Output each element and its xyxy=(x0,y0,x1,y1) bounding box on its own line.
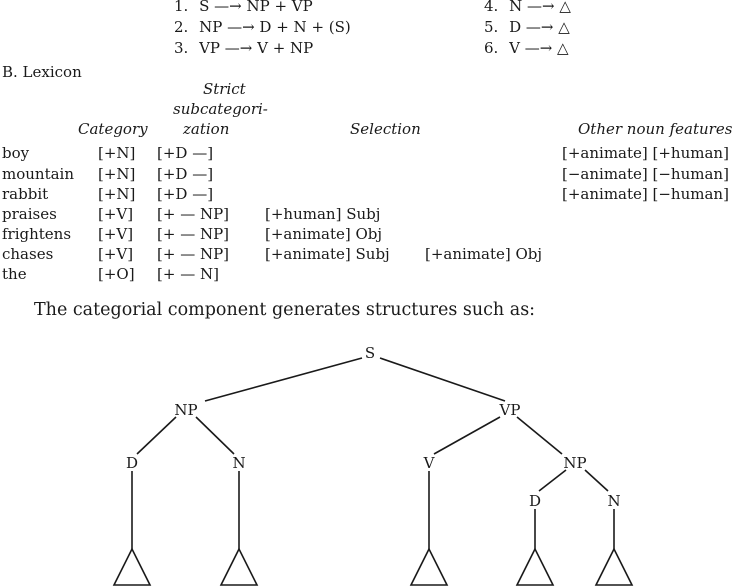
lexicon-strict: [+D —] xyxy=(157,165,214,183)
lexicon-strict: [+ — N] xyxy=(157,265,219,283)
lexicon-row-boy: boy [+N] [+D —] [+animate] [+human] xyxy=(0,144,751,164)
rule-number: 5. xyxy=(484,18,499,36)
rule-text: S —→ NP + VP xyxy=(199,0,313,15)
node-vp: VP xyxy=(499,401,521,419)
lexicon-word: frightens xyxy=(2,225,72,243)
header-selection: Selection xyxy=(350,120,421,138)
lexicon-word: chases xyxy=(2,245,54,263)
node-n: N xyxy=(232,454,245,472)
rule-text: VP —→ V + NP xyxy=(199,39,314,57)
section-heading: B. Lexicon xyxy=(2,63,82,81)
header-strict-1: Strict xyxy=(203,80,246,98)
lexicon-category: [+N] xyxy=(98,165,136,183)
lexicon-category: [+O] xyxy=(98,265,135,283)
lexicon-row-mountain: mountain [+N] [+D —] [−animate] [−human] xyxy=(0,165,751,185)
rule-1: 1. S —→ NP + VP xyxy=(174,0,313,15)
triangle-n2 xyxy=(594,547,634,586)
lexicon-category: [+V] xyxy=(98,245,134,263)
edge-vp-np xyxy=(516,416,563,455)
edge-np-n xyxy=(195,416,235,455)
header-category: Category xyxy=(78,120,148,138)
node-n-object: N xyxy=(607,492,620,510)
lexicon-word: the xyxy=(2,265,27,283)
lexicon-row-rabbit: rabbit [+N] [+D —] [+animate] [−human] xyxy=(0,185,751,205)
edge-s-vp xyxy=(379,357,506,402)
header-strict-3: zation xyxy=(183,120,230,138)
lexicon-other: [+animate] [+human] xyxy=(562,144,729,162)
lexicon-strict: [+D —] xyxy=(157,144,214,162)
edge-np2-n xyxy=(584,469,609,492)
triangle-d xyxy=(112,547,152,586)
rule-2: 2. NP —→ D + N + (S) xyxy=(174,18,351,36)
node-v: V xyxy=(423,454,436,472)
rule-3: 3. VP —→ V + NP xyxy=(174,39,313,57)
lexicon-other: [+animate] [−human] xyxy=(562,185,729,203)
rule-number: 2. xyxy=(174,18,189,36)
rule-text: V —→ △ xyxy=(509,39,569,57)
edge-s-np xyxy=(204,357,363,402)
lexicon-row-praises: praises [+V] [+ — NP] [+human] Subj xyxy=(0,205,751,225)
lexicon-word: rabbit xyxy=(2,185,49,203)
rule-number: 6. xyxy=(484,39,499,57)
rule-text: N —→ △ xyxy=(509,0,571,15)
lexicon-row-chases: chases [+V] [+ — NP] [+animate] Subj [+a… xyxy=(0,245,751,265)
triangle-n xyxy=(219,547,259,586)
lexicon-category: [+N] xyxy=(98,185,136,203)
rule-5: 5. D —→ △ xyxy=(484,18,570,36)
edge-vp-v xyxy=(433,416,501,455)
lexicon-category: [+V] xyxy=(98,225,134,243)
lexicon-word: mountain xyxy=(2,165,75,183)
header-other: Other noun features xyxy=(578,120,733,138)
lexicon-selection: [+animate] Obj xyxy=(265,225,383,243)
lexicon-row-frightens: frightens [+V] [+ — NP] [+animate] Obj xyxy=(0,225,751,245)
lexicon-row-the: the [+O] [+ — N] xyxy=(0,265,751,285)
lexicon-strict: [+D —] xyxy=(157,185,214,203)
node-s: S xyxy=(365,344,375,362)
lexicon-category: [+N] xyxy=(98,144,136,162)
lexicon-category: [+V] xyxy=(98,205,134,223)
rule-number: 4. xyxy=(484,0,499,15)
node-np: NP xyxy=(174,401,197,419)
lexicon-strict: [+ — NP] xyxy=(157,205,230,223)
lexicon-selection: [+animate] Subj xyxy=(265,245,390,263)
lexicon-strict: [+ — NP] xyxy=(157,245,230,263)
lexicon-word: boy xyxy=(2,144,30,162)
lexicon-selection-2: [+animate] Obj xyxy=(425,245,543,263)
lexicon-other: [−animate] [−human] xyxy=(562,165,729,183)
node-np-object: NP xyxy=(563,454,586,472)
lexicon-strict: [+ — NP] xyxy=(157,225,230,243)
intro-sentence: The categorial component generates struc… xyxy=(34,300,536,320)
lexicon-selection: [+human] Subj xyxy=(265,205,381,223)
edge-np-d xyxy=(136,416,177,455)
tree-edges xyxy=(112,357,634,586)
rule-number: 1. xyxy=(174,0,189,15)
node-d: D xyxy=(126,454,138,472)
rule-text: D —→ △ xyxy=(509,18,570,36)
rule-number: 3. xyxy=(174,39,189,57)
triangle-v xyxy=(409,547,449,586)
header-strict-2: subcategori- xyxy=(173,100,268,118)
triangle-d2 xyxy=(515,547,555,586)
rule-6: 6. V —→ △ xyxy=(484,39,569,57)
rule-4: 4. N —→ △ xyxy=(484,0,571,15)
lexicon-word: praises xyxy=(2,205,57,223)
tree-labels: S NP VP D N V NP D N xyxy=(126,344,621,510)
node-d-object: D xyxy=(529,492,541,510)
edge-np2-d xyxy=(538,469,567,492)
rule-text: NP —→ D + N + (S) xyxy=(199,18,351,36)
